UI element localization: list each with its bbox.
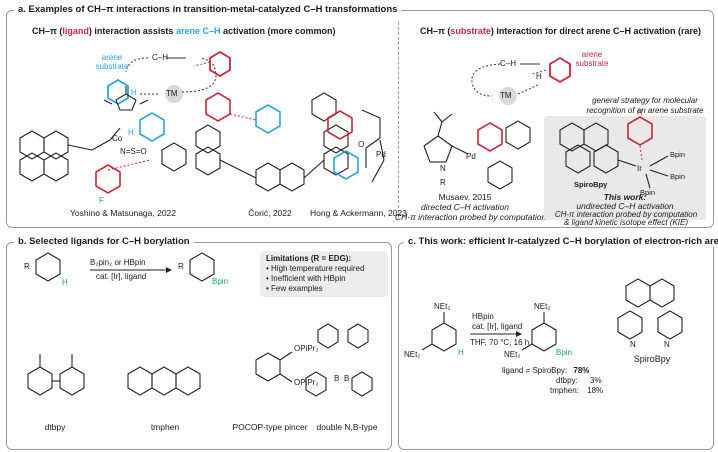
reagent1-c: HBpin: [472, 312, 494, 321]
this-work-box: [544, 116, 706, 220]
panel-c: [398, 242, 714, 450]
left-heading-arene: arene C–H: [175, 26, 221, 36]
opipr2-bottom: OPiPr₂: [294, 378, 319, 387]
co-atom: Co: [112, 134, 123, 143]
tm-label-right: TM: [500, 91, 512, 100]
bpin-1: Bpin: [670, 150, 686, 159]
caption-this-work: This work:: [603, 192, 647, 202]
ch-label-right: C–H: [500, 59, 517, 68]
h-label-b: H: [62, 278, 68, 287]
ir-atom: Ir: [637, 164, 642, 173]
left-heading-ligand: ligand: [62, 26, 89, 36]
h-label-left: H: [131, 88, 137, 97]
result-1-yield: 78%: [573, 366, 590, 375]
h-on-co: H: [128, 128, 134, 137]
limitations-title: Limitations (R = EDG):: [266, 254, 352, 263]
caption-yoshino: Yoshino & Matsunaga, 2022: [69, 208, 177, 218]
caption-this-work-sub1: undirected C–H activation: [576, 201, 674, 211]
h-label-right: H: [536, 72, 542, 81]
reagent2-c: cat. [Ir], ligand: [472, 322, 523, 331]
panel-b-title: b. Selected ligands for C–H borylation: [14, 236, 194, 247]
caption-musaev: Musaev, 2015: [438, 192, 492, 202]
spiro-label-a: SpiroBpy: [574, 180, 608, 189]
o-atom-hong: O: [358, 140, 365, 149]
right-heading-substrate: substrate: [450, 26, 491, 36]
conditions-c: THF, 70 °C, 16 h: [470, 338, 530, 347]
n-atom-spiro-1: N: [630, 340, 636, 349]
net2-c1-left: NEt₂: [404, 350, 421, 359]
strategy-note: general strategy for molecular recogniti…: [586, 96, 704, 115]
bpin-b: Bpin: [212, 277, 229, 286]
b-atom-2: B: [344, 374, 350, 383]
caption-musaev-sub2: CH-π interaction probed by computation: [395, 212, 547, 222]
right-heading-post: ) interaction for direct arene C–H activ…: [490, 26, 701, 36]
net2-c2-top: NEt₂: [534, 302, 551, 311]
ligand-double-nb: double N,B-type: [316, 422, 378, 432]
pd-atom-hong: Pd: [376, 150, 386, 159]
panel-a-title: a. Examples of CH–π interactions in tran…: [14, 4, 402, 15]
pd-atom-musaev: Pd: [466, 152, 476, 161]
left-heading: CH–π (ligand) interaction assists arene …: [32, 26, 336, 36]
ch-label-left: C–H: [152, 53, 169, 62]
bpin-c: Bpin: [556, 348, 573, 357]
nso-group: N=S=O: [120, 147, 147, 156]
panel-a-divider: [398, 22, 399, 218]
bpin-3: Bpin: [640, 188, 656, 197]
bpin-2: Bpin: [670, 172, 686, 181]
ligand-pocop: POCOP-type pincer: [232, 422, 308, 432]
r-atom-spiro: R: [637, 108, 643, 117]
result-row-1: ligand = SpiroBpy: 78%: [502, 366, 589, 375]
caption-coric: Čorić, 2022: [248, 208, 292, 218]
h-label-c: H: [458, 348, 464, 357]
result-3-yield: 18%: [587, 386, 604, 395]
tm-label-left: TM: [166, 89, 178, 98]
opipr2-top: OPiPr₂: [294, 344, 319, 353]
left-heading-post: activation (more common): [220, 26, 336, 36]
right-heading: CH–π (substrate) interaction for direct …: [420, 26, 701, 36]
b-atom-1: B: [334, 374, 340, 383]
reagents-bottom-b: cat. [Ir], ligand: [96, 272, 147, 281]
net2-c1-top: NEt₂: [434, 302, 451, 311]
result-row-2: dtbpy: 3%: [556, 376, 602, 385]
limitation-2: • Inefficient with HBpin: [266, 274, 346, 283]
ligand-tmphen: tmphen: [150, 422, 180, 432]
right-heading-pre: CH–π (: [420, 26, 451, 36]
limitations-box: Limitations (R = EDG): • High temperatur…: [260, 251, 388, 297]
caption-this-work-sub3: & ligand kinetic isotope effect (KIE): [563, 218, 689, 227]
limitation-3: • Few examples: [266, 284, 323, 293]
limitation-1: • High temperature required: [266, 264, 365, 273]
ligand-dtbpy: dtbpy: [44, 422, 66, 432]
result-1-ligand: ligand = SpiroBpy:: [502, 366, 568, 375]
n-atom-spiro-2: N: [664, 340, 670, 349]
result-2-yield: 3%: [590, 376, 602, 385]
net2-c2-left: NEt₂: [504, 350, 521, 359]
caption-this-work-sub2: CH-π interaction probed by computation: [554, 210, 698, 219]
caption-musaev-sub1: directed C–H activation: [421, 202, 509, 212]
result-3-ligand: tmphen:: [550, 386, 579, 395]
left-heading-pre: CH–π (: [32, 26, 63, 36]
reagents-top-b: B₂pin₂ or HBpin: [90, 258, 146, 267]
arene-substrate-label-right: arene substrate: [575, 50, 609, 68]
fluorine-atom: F: [99, 196, 104, 205]
n-atom-musaev: N: [440, 164, 446, 173]
panel-c-title: c. This work: efficient Ir-catalyzed C–H…: [404, 236, 718, 247]
arene-substrate-label: arene substrate: [95, 53, 129, 71]
caption-hong: Hong & Ackermann, 2023: [310, 208, 407, 218]
result-row-3: tmphen: 18%: [550, 386, 603, 395]
r-atom-musaev: R: [440, 178, 446, 187]
result-2-ligand: dtbpy:: [556, 376, 578, 385]
r-label-b1: R: [24, 262, 30, 271]
spiro-label-c: SpiroBpy: [633, 354, 671, 364]
left-heading-mid: ) interaction assists: [88, 26, 176, 36]
r-label-b2: R: [178, 262, 184, 271]
